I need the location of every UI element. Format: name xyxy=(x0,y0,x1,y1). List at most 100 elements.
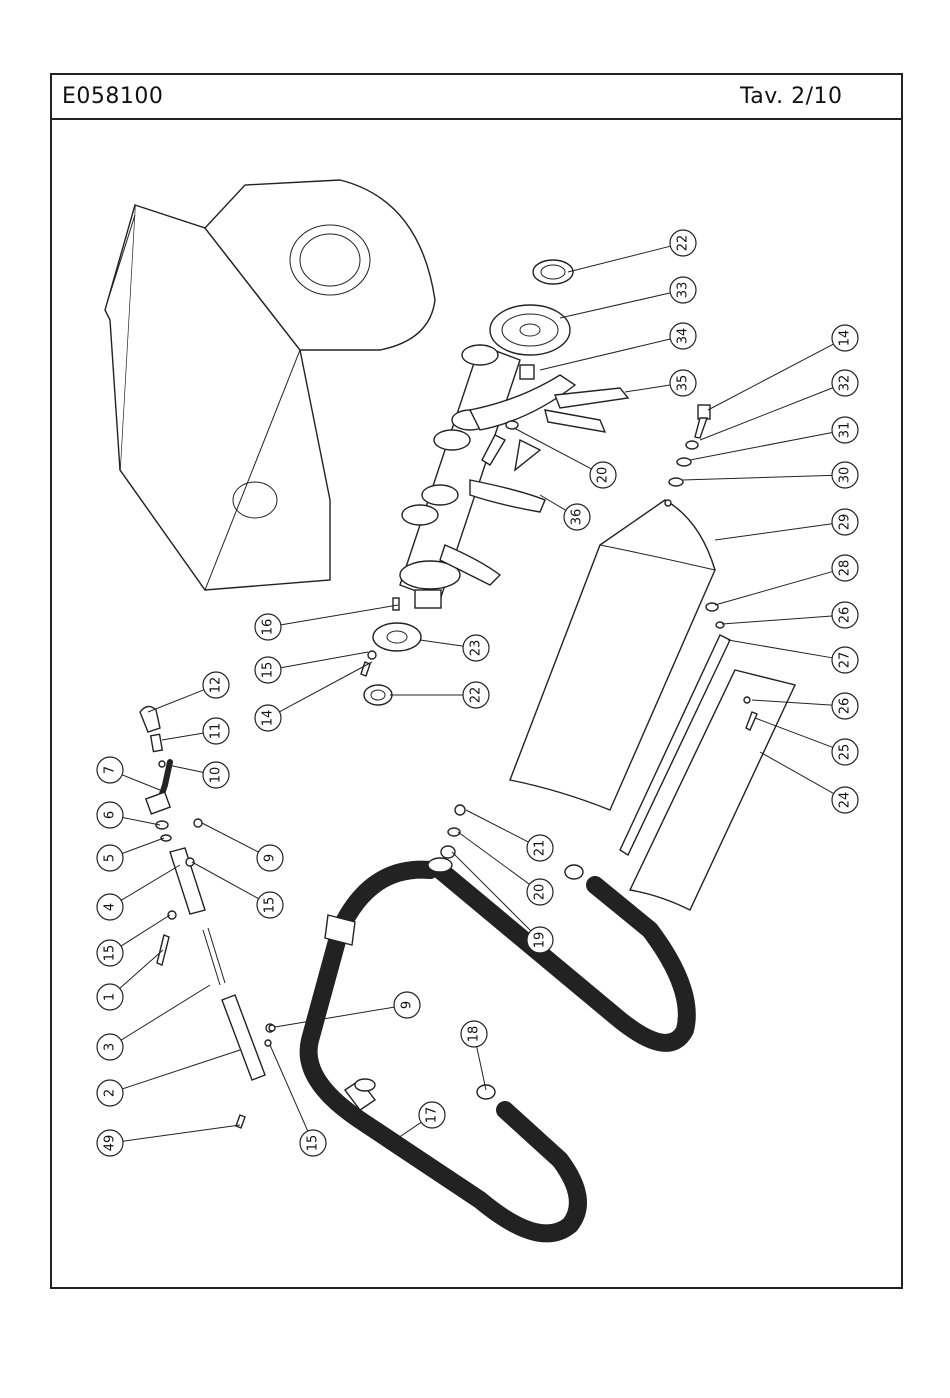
callout-14: 14 xyxy=(832,325,858,351)
leader-line-14 xyxy=(279,662,372,712)
leader-line-23 xyxy=(420,640,463,646)
callout-34: 34 xyxy=(670,323,696,349)
callout-6: 6 xyxy=(97,802,123,828)
callout-label: 31 xyxy=(838,422,853,439)
callout-15: 15 xyxy=(255,657,281,683)
leader-line-27 xyxy=(728,640,832,658)
leader-line-29 xyxy=(715,524,832,540)
leader-line-31 xyxy=(690,432,832,460)
callout-15: 15 xyxy=(300,1130,326,1156)
callout-label: 26 xyxy=(838,607,853,624)
callout-21: 21 xyxy=(527,835,553,861)
callout-label: 27 xyxy=(838,652,853,669)
callout-20: 20 xyxy=(590,462,616,488)
callout-49: 49 xyxy=(97,1130,123,1156)
callout-10: 10 xyxy=(203,762,229,788)
leader-line-15 xyxy=(281,652,368,668)
leader-line-6 xyxy=(123,818,160,825)
callout-label: 24 xyxy=(838,792,853,809)
leader-line-32 xyxy=(700,388,833,440)
callout-label: 3 xyxy=(103,1043,118,1051)
callout-label: 1 xyxy=(103,993,118,1001)
callout-27: 27 xyxy=(832,647,858,673)
shaft-end-parts xyxy=(361,598,421,705)
callout-label: 29 xyxy=(838,514,853,531)
leader-line-9 xyxy=(202,823,258,852)
callout-35: 35 xyxy=(670,370,696,396)
leader-line-3 xyxy=(121,985,210,1040)
rotor-shaft xyxy=(400,345,575,608)
callout-label: 34 xyxy=(676,328,691,345)
callout-11: 11 xyxy=(203,718,229,744)
callout-label: 15 xyxy=(261,662,276,679)
callout-22: 22 xyxy=(670,230,696,256)
leader-line-7 xyxy=(122,775,160,790)
callout-label: 15 xyxy=(306,1135,321,1152)
leader-line-9 xyxy=(275,1007,394,1027)
callout-12: 12 xyxy=(203,672,229,698)
callout-label: 35 xyxy=(676,375,691,392)
callout-25: 25 xyxy=(832,739,858,765)
callout-18: 18 xyxy=(461,1021,487,1047)
leader-line-18 xyxy=(477,1047,486,1090)
callout-label: 7 xyxy=(103,766,118,774)
leader-line-5 xyxy=(122,838,164,853)
callout-20: 20 xyxy=(527,879,553,905)
callout-9: 9 xyxy=(257,845,283,871)
leader-line-12 xyxy=(148,690,204,712)
leader-line-1 xyxy=(120,950,163,988)
callout-label: 16 xyxy=(261,619,276,636)
callout-label: 19 xyxy=(533,932,548,949)
callout-label: 22 xyxy=(469,687,484,704)
callout-19: 19 xyxy=(527,927,553,953)
leader-line-20 xyxy=(458,832,530,884)
callout-label: 11 xyxy=(209,723,224,740)
callout-label: 49 xyxy=(103,1135,118,1152)
leader-line-28 xyxy=(715,572,832,605)
callout-26: 26 xyxy=(832,602,858,628)
callout-33: 33 xyxy=(670,277,696,303)
callout-label: 36 xyxy=(570,509,585,526)
callout-label: 33 xyxy=(676,282,691,299)
callout-1: 1 xyxy=(97,984,123,1010)
callout-15: 15 xyxy=(257,892,283,918)
leader-line-22 xyxy=(568,246,670,272)
leader-line-21 xyxy=(466,810,528,842)
callout-36: 36 xyxy=(564,504,590,530)
callout-label: 6 xyxy=(103,811,118,819)
callout-24: 24 xyxy=(832,787,858,813)
leader-line-4 xyxy=(121,865,180,900)
callout-23: 23 xyxy=(463,635,489,661)
leader-line-35 xyxy=(625,385,670,392)
leader-line-24 xyxy=(760,752,834,794)
callout-15: 15 xyxy=(97,940,123,966)
callout-label: 18 xyxy=(467,1026,482,1043)
callout-31: 31 xyxy=(832,417,858,443)
leader-line-26 xyxy=(722,616,832,624)
callout-4: 4 xyxy=(97,894,123,920)
callout-label: 20 xyxy=(533,884,548,901)
callout-17: 17 xyxy=(419,1102,445,1128)
callout-label: 14 xyxy=(838,330,853,347)
leader-line-33 xyxy=(560,293,670,318)
leader-line-2 xyxy=(122,1050,240,1089)
callout-14: 14 xyxy=(255,705,281,731)
callout-label: 21 xyxy=(533,840,548,857)
callout-30: 30 xyxy=(832,462,858,488)
callout-9: 9 xyxy=(394,992,420,1018)
callout-26: 26 xyxy=(832,693,858,719)
callout-label: 20 xyxy=(596,467,611,484)
callout-label: 28 xyxy=(838,560,853,577)
leader-line-10 xyxy=(168,765,203,772)
leader-line-17 xyxy=(395,1122,421,1140)
callout-label: 22 xyxy=(676,235,691,252)
callout-label: 12 xyxy=(209,677,224,694)
callout-label: 26 xyxy=(838,698,853,715)
leader-line-15 xyxy=(192,862,259,899)
callout-label: 17 xyxy=(425,1107,440,1124)
callout-22: 22 xyxy=(463,682,489,708)
callout-label: 9 xyxy=(400,1001,415,1009)
callout-32: 32 xyxy=(832,370,858,396)
callout-label: 32 xyxy=(838,375,853,392)
